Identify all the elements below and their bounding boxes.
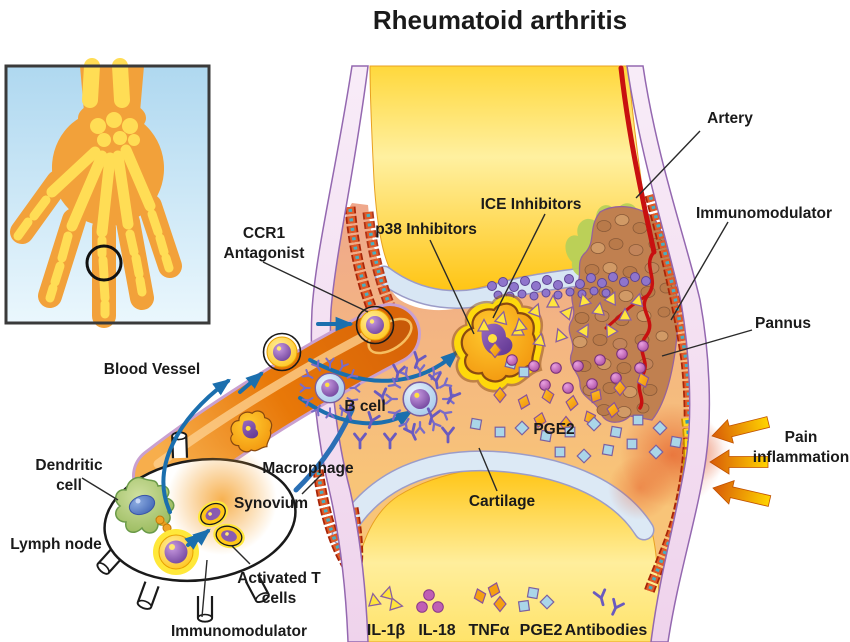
labels: Artery Immunomodulator Pannus Pain infla… [10, 110, 849, 640]
label-dendritic-2: cell [56, 477, 82, 494]
activation-arrows [184, 528, 211, 550]
antigen-bridge [155, 515, 172, 533]
label-b-cell: B cell [344, 398, 385, 415]
label-pain-2: inflammation [753, 449, 849, 466]
lymph-node [94, 431, 297, 623]
label-immunomodulator-right: Immunomodulator [696, 205, 832, 222]
label-artery: Artery [707, 110, 753, 127]
inset-border [4, 64, 211, 325]
label-pannus: Pannus [755, 315, 811, 332]
t-cell-in-synovium [355, 305, 395, 345]
hand-xray-inset [4, 58, 211, 328]
svg-text:TNFα: TNFα [469, 622, 510, 639]
cell-migration-arrows [161, 316, 459, 514]
lymphocyte-cluster [487, 272, 651, 301]
label-ccr1-1: CCR1 [243, 225, 286, 242]
label-pain-1: Pain [785, 429, 818, 446]
label-activated-t-2: cells [262, 590, 296, 607]
label-synovium: Synovium [234, 495, 308, 512]
legend-il18: IL-18 [416, 589, 456, 639]
legend-il1b: IL-1β [367, 585, 405, 639]
label-pge2-field: PGE2 [533, 421, 574, 438]
hand-bones [13, 58, 174, 319]
label-immunomodulator-bottom: Immunomodulator [171, 623, 307, 640]
pointer-lines [81, 130, 753, 618]
svg-text:IL-1β: IL-1β [367, 622, 405, 639]
t-cell-primed [153, 529, 199, 575]
legend-antibodies: Antibodies [565, 588, 648, 639]
t-cell-in-vessel [262, 332, 302, 372]
label-ice-inhibitors: ICE Inhibitors [481, 196, 582, 213]
label-p38-inhibitors: p38 Inhibitors [375, 221, 477, 238]
activated-t-cells [197, 500, 245, 549]
label-ccr1-2: Antagonist [224, 245, 305, 262]
legend-pge2: PGE2 [517, 586, 563, 639]
legend: IL-1β IL-18 TNFα PGE2 Antibodies [367, 582, 648, 639]
svg-text:Antibodies: Antibodies [565, 622, 648, 639]
legend-tnfa: TNFα [469, 582, 510, 639]
svg-text:IL-18: IL-18 [418, 622, 455, 639]
label-cartilage: Cartilage [469, 493, 536, 510]
label-macrophage: Macrophage [262, 460, 354, 477]
label-dendritic-1: Dendritic [35, 457, 103, 474]
svg-text:PGE2: PGE2 [520, 622, 563, 639]
label-lymph-node: Lymph node [10, 536, 102, 553]
affected-joint-circle [85, 244, 123, 282]
label-activated-t-1: Activated T [237, 570, 321, 587]
label-blood-vessel: Blood Vessel [104, 361, 200, 378]
page-title: Rheumatoid arthritis [373, 5, 627, 35]
